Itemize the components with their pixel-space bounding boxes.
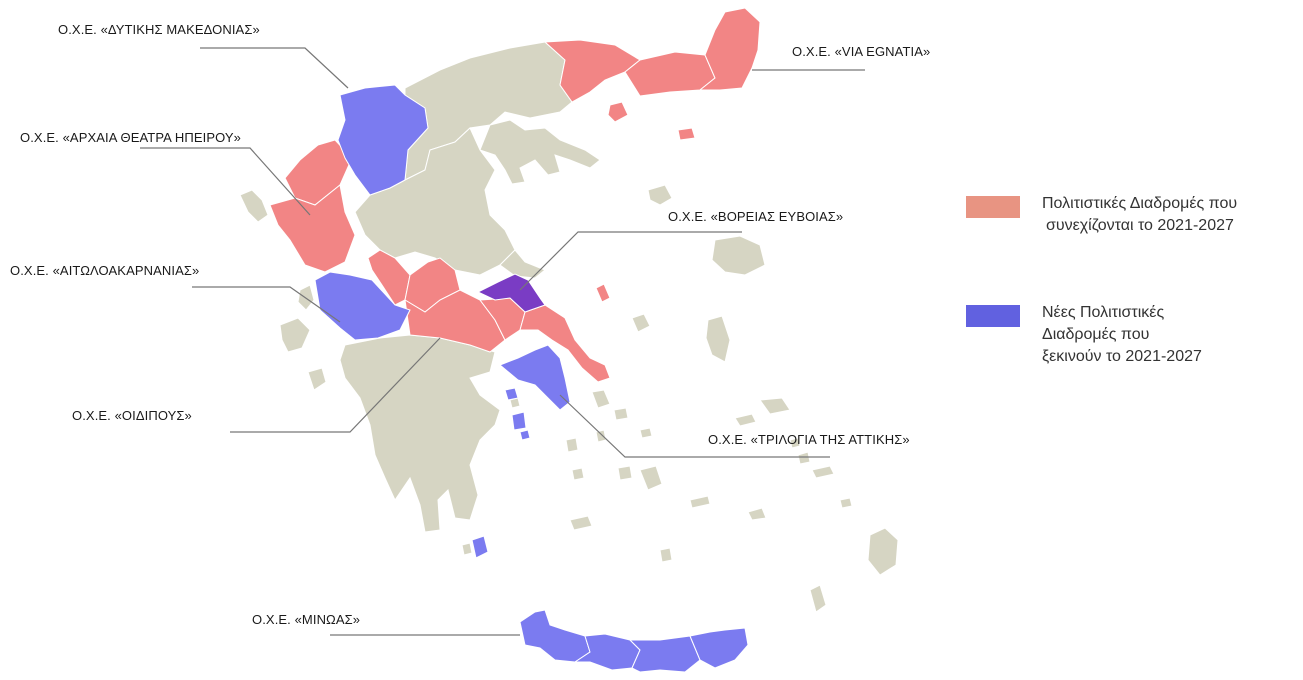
new-layer (314, 84, 749, 673)
leader-aitoloakarnania (192, 286, 341, 323)
label-trilogia-attikis: Ο.Χ.Ε. «ΤΡΙΛΟΓΙΑ ΤΗΣ ΑΤΤΙΚΗΣ» (708, 432, 910, 447)
legend-swatch-new (966, 305, 1020, 327)
label-voreias-evoias: Ο.Χ.Ε. «ΒΟΡΕΙΑΣ ΕΥΒΟΙΑΣ» (668, 209, 844, 224)
region-crete-west (519, 609, 591, 663)
region-north-evia (476, 273, 546, 313)
island-naxos (639, 465, 663, 491)
island-skyros (631, 313, 651, 333)
island-milos (569, 515, 593, 531)
region-south-evia (519, 304, 611, 383)
island-skopelos-red (595, 283, 611, 303)
legend-new-line1: Νέες Πολιτιστικές (1042, 304, 1165, 321)
legend-text-continuing: Πολιτιστικές Διαδρομές που συνεχίζονται … (1042, 193, 1237, 237)
legend-continuing-line2: συνεχίζονται το 2021-2027 (1046, 217, 1234, 234)
label-minoas: Ο.Χ.Ε. «ΜΙΝΩΑΣ» (252, 612, 361, 627)
island-salamina (504, 387, 519, 401)
island-chios (705, 315, 731, 363)
island-santorini (659, 547, 673, 563)
region-epirus-south (269, 184, 356, 273)
island-mykonos (639, 427, 653, 439)
island-kythera (461, 542, 473, 556)
leader-oidipous (230, 337, 441, 433)
island-astypalaia (747, 507, 767, 521)
island-kythira-blue (471, 535, 489, 559)
island-syros (595, 429, 607, 443)
callout-lines (140, 47, 865, 636)
label-dytikis-makedonias: Ο.Χ.Ε. «ΔΥΤΙΚΗΣ ΜΑΚΕΔΟΝΙΑΣ» (58, 22, 260, 37)
label-oidipous: Ο.Χ.Ε. «ΟΙΔΙΠΟΥΣ» (72, 408, 192, 423)
island-ikaria (734, 413, 757, 427)
island-kea (565, 437, 579, 453)
region-aitoloakarnania (314, 271, 411, 341)
region-attica (499, 344, 571, 411)
region-crete-mid (573, 633, 641, 671)
leader-voreias-evoias (519, 231, 742, 291)
island-rhodes (867, 527, 899, 576)
island-kalymnos (797, 451, 811, 465)
island-kos (811, 465, 835, 479)
label-via-egnatia: Ο.Χ.Ε. «VIA EGNATIA» (792, 44, 931, 59)
island-tinos (613, 407, 629, 421)
region-via-egnatia-west (543, 39, 641, 103)
region-western-macedonia (337, 84, 429, 196)
label-archaia-theatra: Ο.Χ.Ε. «ΑΡΧΑΙΑ ΘΕΑΤΡΑ ΗΠΕΙΡΟΥ» (20, 130, 242, 145)
region-chalkidiki (479, 119, 601, 185)
island-leros (789, 437, 801, 449)
legend-text-new: Νέες Πολιτιστικές Διαδρομές που ξεκινούν… (1042, 302, 1202, 368)
island-karpathos (809, 584, 827, 613)
island-tilos (839, 497, 853, 509)
island-small-blue (519, 429, 531, 441)
region-crete-east (689, 627, 749, 669)
island-andros (591, 389, 611, 409)
island-hydra (511, 411, 527, 431)
land-layer (239, 41, 899, 613)
island-amorgos (689, 495, 711, 509)
island-zakynthos (307, 367, 327, 391)
legend-continuing-line1: Πολιτιστικές Διαδρομές που (1042, 195, 1238, 212)
continuing-layer (269, 7, 761, 383)
island-serifos (571, 467, 585, 481)
legend-swatch-continuing (966, 196, 1020, 218)
island-samothraki (677, 127, 696, 141)
legend-new-line3: ξεκινούν το 2021-2027 (1042, 348, 1202, 365)
island-lemnos (647, 184, 673, 206)
leader-trilogia (559, 394, 830, 458)
island-samos (759, 397, 791, 415)
island-thassos-red (607, 101, 629, 123)
island-paros (617, 465, 633, 481)
region-peloponnese (339, 334, 501, 533)
region-crete-heraklion (628, 635, 701, 673)
island-corfu (239, 189, 269, 223)
leader-dytikis-makedonias (200, 47, 349, 89)
legend-new-line2: Διαδρομές που (1042, 326, 1150, 343)
island-kefalonia (279, 317, 311, 353)
label-aitoloakarnanias: Ο.Χ.Ε. «ΑΙΤΩΛΟΑΚΑΡΝΑΝΙΑΣ» (10, 263, 200, 278)
leader-archaia-theatra (140, 147, 311, 216)
region-via-egnatia-east (698, 7, 761, 91)
island-lesvos (711, 235, 766, 276)
